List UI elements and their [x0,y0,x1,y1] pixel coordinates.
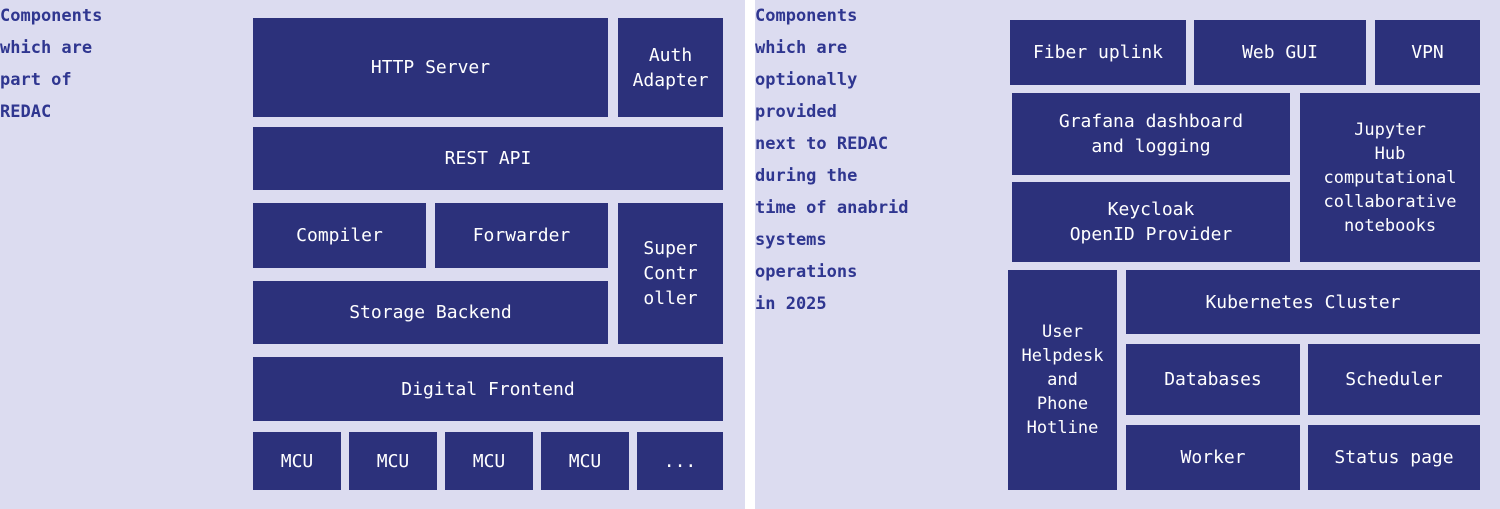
panel-optional-components: Components which are optionally provided… [755,0,1500,509]
component-box-digital-frontend: Digital Frontend [253,357,723,421]
component-box-grafana-dashboard-and-logging: Grafana dashboard and logging [1012,93,1290,175]
component-box-auth-adapter: Auth Adapter [618,18,723,117]
component-box-fiber-uplink: Fiber uplink [1010,20,1186,85]
panel-redac-components: Components which are part of REDAC HTTP … [0,0,745,509]
component-box-mcu: MCU [541,432,629,490]
component-box-storage-backend: Storage Backend [253,281,608,344]
component-box-mcu: MCU [253,432,341,490]
component-box-compiler: Compiler [253,203,426,268]
component-box-kubernetes-cluster: Kubernetes Cluster [1126,270,1480,334]
component-box-user-helpdesk-and-phone-hotline: User Helpdesk and Phone Hotline [1008,270,1117,490]
component-box-ellipsis: ... [637,432,723,490]
component-box-mcu: MCU [445,432,533,490]
component-box-forwarder: Forwarder [435,203,608,268]
component-box-status-page: Status page [1308,425,1480,490]
component-box-super-contr-oller: Super Contr oller [618,203,723,344]
component-box-worker: Worker [1126,425,1300,490]
component-box-rest-api: REST API [253,127,723,190]
panel-caption-redac: Components which are part of REDAC [0,6,103,122]
panel-caption-optional: Components which are optionally provided… [755,6,909,314]
component-box-web-gui: Web GUI [1194,20,1366,85]
component-box-scheduler: Scheduler [1308,344,1480,415]
component-box-databases: Databases [1126,344,1300,415]
component-box-http-server: HTTP Server [253,18,608,117]
component-box-jupyter-hub-computational-collaborative-notebooks: Jupyter Hub computational collaborative … [1300,93,1480,262]
component-box-vpn: VPN [1375,20,1480,85]
component-box-keycloak-openid-provider: Keycloak OpenID Provider [1012,182,1290,262]
component-box-mcu: MCU [349,432,437,490]
